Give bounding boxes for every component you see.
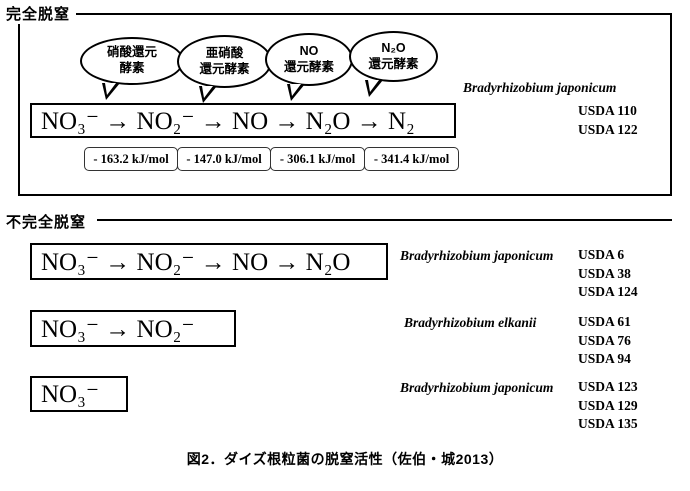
enzyme-bubble-no-reductase: NO 還元酵素: [265, 33, 353, 101]
strain-item: USDA 135: [578, 416, 638, 431]
strain-item: USDA 94: [578, 351, 631, 366]
strain-item: USDA 76: [578, 332, 631, 348]
enzyme-name-line: N₂O: [381, 40, 406, 55]
strain-item: USDA 123: [578, 379, 638, 394]
enzyme-name-line: NO: [299, 43, 319, 58]
enzyme-name-line: 還元酵素: [283, 59, 334, 74]
enzyme-name-line: 酵素: [119, 61, 145, 75]
energy-box-3: - 306.1 kJ/mol: [270, 147, 365, 171]
strain-item: USDA 6: [578, 247, 625, 262]
energy-box-2: - 147.0 kJ/mol: [177, 147, 271, 171]
pathway-box-complete: NO₃⁻ → NO₂⁻ → NO → N₂O → N₂: [30, 103, 456, 138]
pathway-box-row2: NO₃⁻ → NO₂⁻: [30, 310, 236, 347]
enzyme-bubble-nitrate-reductase: 硝酸還元 酵素: [80, 37, 184, 100]
species-name: Bradyrhizobium japonicum: [400, 380, 554, 395]
pathway-formula: NO₃⁻ → NO₂⁻ → NO → N₂O: [41, 248, 351, 276]
strain-list: USDA 6 USDA 38 USDA 124: [578, 246, 638, 302]
pathway-box-row3: NO₃⁻: [30, 376, 128, 412]
enzyme-bubble-nitrite-reductase: 亜硝酸 還元酵素: [177, 35, 272, 103]
complete-panel-label: 完全脱窒: [6, 3, 77, 24]
strain-list: USDA 123 USDA 129 USDA 135: [578, 378, 638, 434]
incomplete-section-label: 不完全脱窒: [6, 211, 93, 232]
energy-box-1: - 163.2 kJ/mol: [84, 147, 178, 171]
enzyme-name-line: 硝酸還元: [106, 45, 157, 60]
pathway-box-row1: NO₃⁻ → NO₂⁻ → NO → N₂O: [30, 243, 388, 280]
energy-box-4: - 341.4 kJ/mol: [364, 147, 459, 171]
pathway-formula: NO₃⁻ → NO₂⁻ → NO → N₂O → N₂: [41, 107, 415, 135]
strain-item: USDA 110: [578, 103, 637, 118]
strain-list: USDA 61 USDA 76 USDA 94: [578, 313, 631, 369]
species-name: Bradyrhizobium japonicum: [463, 80, 617, 95]
pathway-formula: NO₃⁻: [41, 381, 100, 408]
strain-item: USDA 38: [578, 265, 631, 281]
strain-item: USDA 122: [578, 121, 638, 137]
species-name: Bradyrhizobium elkanii: [404, 315, 537, 330]
strain-item: USDA 124: [578, 284, 638, 299]
strain-list: USDA 110 USDA 122: [578, 102, 638, 139]
strain-item: USDA 61: [578, 314, 631, 329]
enzyme-name-line: 還元酵素: [368, 56, 419, 71]
enzyme-name-line: 還元酵素: [199, 61, 250, 76]
enzyme-bubble-n2o-reductase: N₂O 還元酵素: [349, 31, 438, 97]
pathway-formula: NO₃⁻ → NO₂⁻: [41, 315, 195, 343]
section-divider-line: [97, 219, 672, 221]
species-name: Bradyrhizobium japonicum: [400, 248, 554, 263]
enzyme-name-line: 亜硝酸: [205, 45, 244, 60]
figure-caption: 図2．ダイズ根粒菌の脱窒活性（佐伯・城2013）: [186, 451, 504, 467]
strain-item: USDA 129: [578, 397, 638, 413]
